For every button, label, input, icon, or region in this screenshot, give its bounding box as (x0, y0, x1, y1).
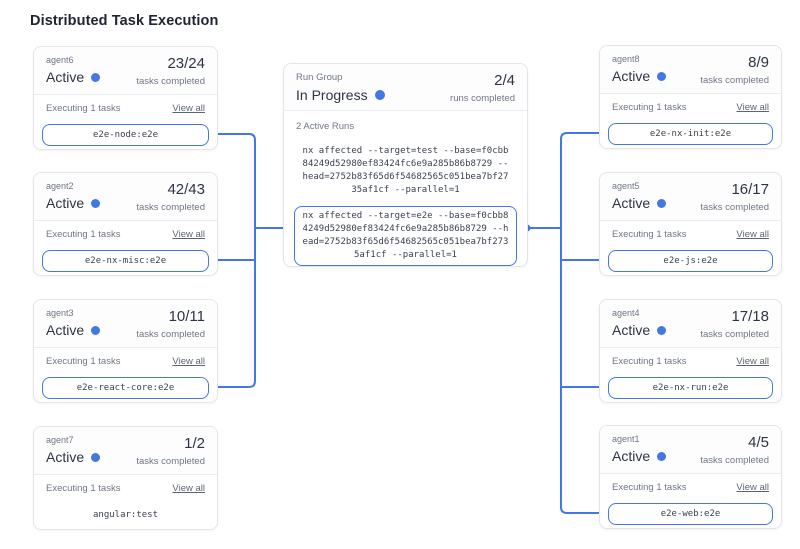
agent-card-header: agent5 Active 16/17 tasks completed (600, 173, 781, 221)
executing-tasks-label: Executing 1 tasks (46, 229, 121, 240)
agent-card-agent7: agent7 Active 1/2 tasks completed Execut… (33, 426, 218, 530)
view-all-link[interactable]: View all (172, 103, 205, 114)
executing-tasks-label: Executing 1 tasks (612, 482, 687, 493)
active-runs-label: 2 Active Runs (296, 121, 355, 132)
task-pill[interactable]: e2e-web:e2e (608, 503, 773, 525)
task-pill[interactable]: e2e-js:e2e (608, 250, 773, 272)
tasks-fraction: 4/5 (748, 434, 769, 451)
agent-name: agent2 (46, 181, 74, 191)
agent-status-label: Active (612, 195, 651, 211)
tasks-completed-label: tasks completed (700, 75, 769, 86)
executing-tasks-label: Executing 1 tasks (46, 483, 121, 494)
agent-status-label: Active (612, 322, 651, 338)
active-status-dot (657, 198, 667, 208)
agent-card-agent6: agent6 Active 23/24 tasks completed Exec… (33, 46, 218, 150)
tasks-completed-label: tasks completed (700, 455, 769, 466)
active-status-dot (657, 451, 667, 461)
tasks-fraction: 10/11 (168, 308, 205, 325)
executing-tasks-label: Executing 1 tasks (46, 103, 121, 114)
page-title: Distributed Task Execution (30, 13, 219, 29)
run-group-label: Run Group (296, 72, 343, 83)
tasks-fraction: 42/43 (167, 181, 205, 198)
task-pill[interactable]: e2e-nx-init:e2e (608, 123, 773, 145)
tasks-completed-label: tasks completed (136, 76, 205, 87)
executing-tasks-label: Executing 1 tasks (612, 229, 687, 240)
active-status-dot (91, 325, 101, 335)
agent-status-label: Active (46, 322, 85, 338)
tasks-completed-label: tasks completed (700, 329, 769, 340)
tasks-fraction: 17/18 (731, 308, 769, 325)
run-command-test[interactable]: nx affected --target=test --base=f0cbb84… (302, 146, 509, 195)
agent-card-agent3: agent3 Active 10/11 tasks completed Exec… (33, 299, 218, 403)
agent-status-label: Active (46, 195, 85, 211)
view-all-link[interactable]: View all (736, 102, 769, 113)
task-pill[interactable]: e2e-nx-misc:e2e (42, 250, 209, 272)
view-all-link[interactable]: View all (172, 483, 205, 494)
tasks-fraction: 1/2 (184, 435, 205, 452)
agent-card-header: agent4 Active 17/18 tasks completed (600, 300, 781, 348)
active-status-dot (91, 72, 101, 82)
view-all-link[interactable]: View all (736, 482, 769, 493)
agent-name: agent1 (612, 434, 640, 444)
runs-completed-label: runs completed (450, 93, 515, 104)
tasks-fraction: 8/9 (748, 54, 769, 71)
runs-fraction: 2/4 (494, 72, 515, 89)
view-all-link[interactable]: View all (172, 229, 205, 240)
agent-name: agent7 (46, 435, 74, 445)
run-group-card: Run Group In Progress 2/4 runs completed… (283, 63, 528, 267)
run-command-e2e-active[interactable]: nx affected --target=e2e --base=f0cbb842… (294, 206, 517, 266)
agent-status-label: Active (46, 449, 85, 465)
agent-card-header: agent2 Active 42/43 tasks completed (34, 173, 217, 221)
tasks-fraction: 16/17 (731, 181, 769, 198)
agent-name: agent5 (612, 181, 640, 191)
executing-tasks-label: Executing 1 tasks (46, 356, 121, 367)
view-all-link[interactable]: View all (172, 356, 205, 367)
tasks-completed-label: tasks completed (136, 202, 205, 213)
agent-name: agent4 (612, 308, 640, 318)
run-group-status: In Progress (296, 87, 368, 103)
active-status-dot (657, 325, 667, 335)
tasks-fraction: 23/24 (167, 55, 205, 72)
agent-card-header: agent3 Active 10/11 tasks completed (34, 300, 217, 348)
task-pill[interactable]: e2e-node:e2e (42, 124, 209, 146)
agent-card-agent8: agent8 Active 8/9 tasks completed Execut… (599, 45, 782, 149)
agent-name: agent8 (612, 54, 640, 64)
agent-status-label: Active (612, 448, 651, 464)
task-pill[interactable]: angular:test (92, 510, 159, 520)
tasks-completed-label: tasks completed (136, 329, 205, 340)
view-all-link[interactable]: View all (736, 356, 769, 367)
active-status-dot (91, 198, 101, 208)
agent-card-agent4: agent4 Active 17/18 tasks completed Exec… (599, 299, 782, 403)
tasks-completed-label: tasks completed (700, 202, 769, 213)
agent-card-header: agent1 Active 4/5 tasks completed (600, 426, 781, 474)
agent-card-agent1: agent1 Active 4/5 tasks completed Execut… (599, 425, 782, 529)
agent-card-agent2: agent2 Active 42/43 tasks completed Exec… (33, 172, 218, 276)
agent-status-label: Active (46, 69, 85, 85)
task-pill[interactable]: e2e-nx-run:e2e (608, 377, 773, 399)
executing-tasks-label: Executing 1 tasks (612, 102, 687, 113)
agent-card-header: agent6 Active 23/24 tasks completed (34, 47, 217, 95)
active-status-dot (91, 452, 101, 462)
run-group-header: Run Group In Progress 2/4 runs completed (284, 64, 527, 111)
agent-card-header: agent8 Active 8/9 tasks completed (600, 46, 781, 94)
agent-card-header: agent7 Active 1/2 tasks completed (34, 427, 217, 475)
active-status-dot (657, 71, 667, 81)
view-all-link[interactable]: View all (736, 229, 769, 240)
agent-name: agent6 (46, 55, 74, 65)
agent-name: agent3 (46, 308, 74, 318)
executing-tasks-label: Executing 1 tasks (612, 356, 687, 367)
task-pill[interactable]: e2e-react-core:e2e (42, 377, 209, 399)
tasks-completed-label: tasks completed (136, 456, 205, 467)
in-progress-status-dot (374, 90, 385, 100)
agent-card-agent5: agent5 Active 16/17 tasks completed Exec… (599, 172, 782, 276)
agent-status-label: Active (612, 68, 651, 84)
